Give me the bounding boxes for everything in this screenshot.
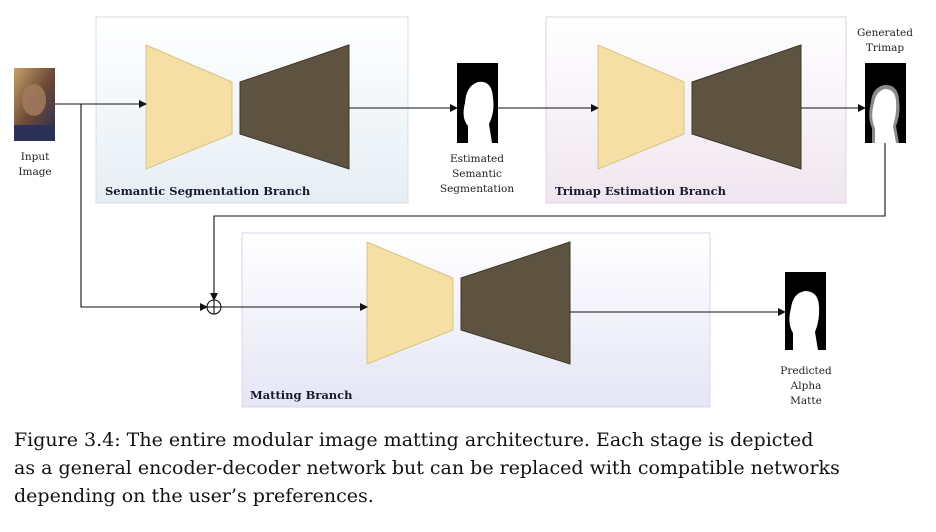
trimap-encoder (597, 44, 685, 170)
predicted-label-line2: Alpha (790, 380, 822, 392)
trimap-branch-title: Trimap Estimation Branch (555, 184, 727, 198)
caption-line-3: depending on the user’s preferences. (14, 485, 374, 507)
matting-encoder (366, 241, 454, 365)
semantic-decoder (239, 44, 350, 170)
semantic-branch-title: Semantic Segmentation Branch (105, 184, 311, 198)
caption-line-1: Figure 3.4: The entire modular image mat… (14, 429, 814, 451)
trimap-decoder (691, 44, 802, 170)
generated-label-line1: Generated (857, 27, 913, 39)
predicted-alpha-image (785, 272, 826, 350)
semantic-encoder (145, 44, 233, 170)
caption-line-2: as a general encoder-decoder network but… (14, 457, 840, 479)
estimated-label-line3: Segmentation (440, 183, 514, 195)
matting-decoder (460, 241, 571, 365)
input-image (14, 68, 55, 141)
architecture-diagram: Semantic Segmentation Branch Trimap Esti… (14, 16, 913, 408)
arrow-input-to-concat (80, 104, 208, 311)
input-label-line1: Input (21, 151, 50, 163)
predicted-label-line1: Predicted (780, 365, 832, 377)
concat-symbol (206, 299, 222, 315)
estimated-label-line2: Semantic (452, 168, 502, 180)
estimated-segmentation-image (457, 63, 498, 143)
predicted-label-line3: Matte (790, 395, 822, 407)
estimated-label-line1: Estimated (450, 153, 504, 165)
figure-caption: Figure 3.4: The entire modular image mat… (14, 426, 919, 510)
matting-branch-title: Matting Branch (250, 388, 353, 402)
arrow-generated-to-concat (210, 143, 886, 301)
input-label-line2: Image (18, 166, 51, 178)
generated-label-line2: Trimap (866, 42, 905, 54)
generated-trimap-image (865, 63, 906, 143)
